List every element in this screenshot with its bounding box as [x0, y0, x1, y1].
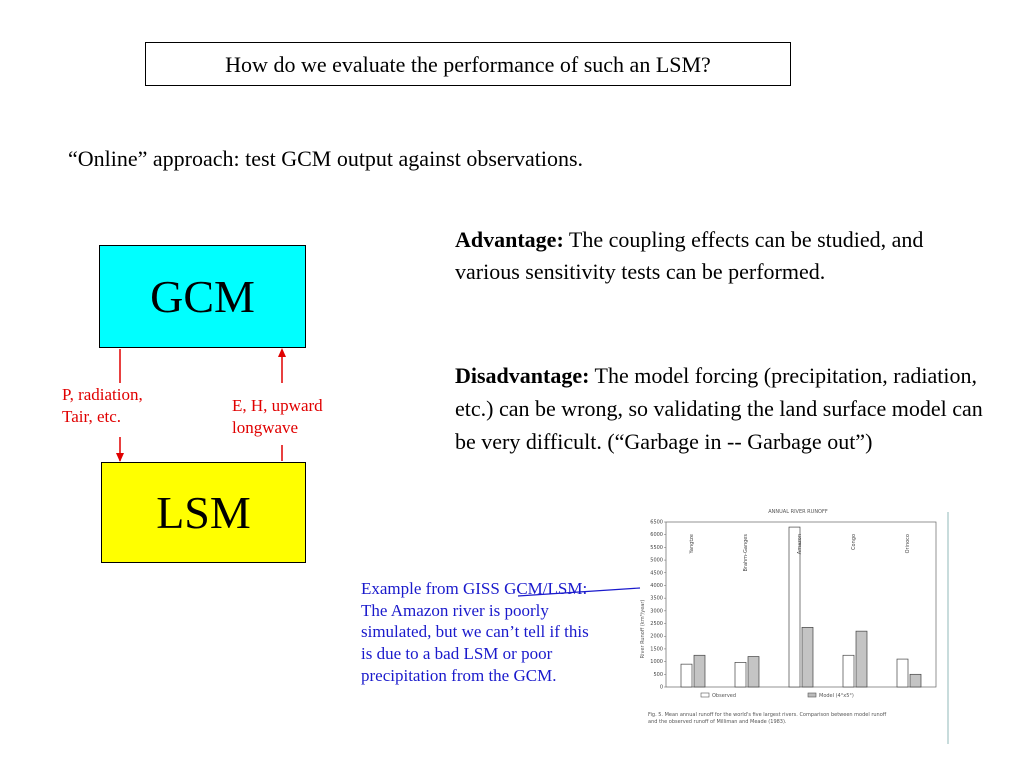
plot-frame	[665, 521, 937, 688]
title-box: How do we evaluate the performance of su…	[145, 42, 791, 86]
bar-model	[747, 656, 760, 688]
online-approach-text: “Online” approach: test GCM output again…	[68, 146, 584, 171]
legend-model-swatch	[807, 692, 817, 698]
river-label: Congo	[851, 534, 857, 550]
example-caption: Example from GISS GCM/LSM: The Amazon ri…	[361, 579, 589, 685]
figure-ylabel: River Runoff (km³/year)	[640, 600, 646, 659]
figure-title: ANNUAL RIVER RUNOFF	[768, 509, 828, 515]
y-tick-label: 1000	[650, 659, 663, 665]
bar-model	[909, 673, 922, 688]
y-tick-label: 6500	[650, 520, 663, 526]
bar-observed	[788, 526, 801, 688]
y-tick-label: 4500	[650, 570, 663, 576]
advantage-heading: Advantage:	[455, 227, 564, 252]
y-tick-label: 3500	[650, 596, 663, 602]
river-label: Brahm-Ganges	[743, 534, 749, 572]
legend-observed-swatch	[700, 692, 710, 698]
disadvantage-paragraph: Disadvantage: The model forcing (precipi…	[455, 359, 995, 458]
y-tick-label: 1500	[650, 646, 663, 652]
advantage-paragraph: Advantage: The coupling effects can be s…	[455, 224, 975, 288]
slide-title: How do we evaluate the performance of su…	[225, 52, 711, 77]
forcing-label-line1: P, radiation,	[62, 385, 143, 404]
y-tick-label: 6000	[650, 532, 663, 538]
flux-label-line1: E, H, upward	[232, 396, 323, 415]
bar-observed	[842, 654, 855, 688]
lsm-label: LSM	[156, 487, 251, 538]
figure-footnote-2: and the observed runoff of Milliman and …	[648, 719, 787, 725]
disadvantage-heading: Disadvantage:	[455, 363, 590, 388]
y-tick-label: 3000	[650, 608, 663, 614]
legend-observed: Observed	[712, 693, 736, 699]
advantage-text: The coupling effects can be studied, and…	[455, 227, 924, 284]
y-tick-label: 2000	[650, 634, 663, 640]
lsm-box: LSM	[101, 462, 306, 563]
gcm-box: GCM	[99, 245, 306, 348]
flux-label-line2: longwave	[232, 418, 299, 437]
bar-observed	[680, 663, 693, 688]
bar-model	[801, 626, 814, 688]
y-tick-label: 0	[660, 685, 663, 691]
disadvantage-text: The model forcing (precipitation, radiat…	[455, 363, 983, 454]
down-arrowhead	[116, 453, 124, 462]
bar-model	[855, 630, 868, 688]
y-tick-label: 5500	[650, 545, 663, 551]
y-tick-label: 500	[653, 672, 663, 678]
y-tick-label: 4000	[650, 583, 663, 589]
flux-label: E, H, upward longwave	[232, 395, 323, 439]
legend-model: Model (4°x5°)	[819, 693, 854, 699]
y-tick-label: 2500	[650, 621, 663, 627]
river-label: Yangtze	[689, 534, 695, 554]
figure-footnote-1: Fig. 5. Mean annual runoff for the world…	[648, 712, 887, 718]
gcm-label: GCM	[150, 271, 255, 322]
bar-observed	[896, 658, 909, 688]
forcing-label-line2: Tair, etc.	[62, 407, 122, 426]
forcing-label: P, radiation, Tair, etc.	[62, 384, 143, 428]
river-label: Orinoco	[905, 534, 911, 553]
river-label: Amazon	[797, 534, 803, 554]
y-tick-label: 5000	[650, 558, 663, 564]
up-arrowhead	[278, 348, 286, 357]
bar-model	[693, 654, 706, 688]
runoff-figure: ANNUAL RIVER RUNOFF 65006000550050004500…	[640, 509, 937, 725]
bar-observed	[734, 662, 747, 688]
figure-edge	[947, 512, 949, 744]
